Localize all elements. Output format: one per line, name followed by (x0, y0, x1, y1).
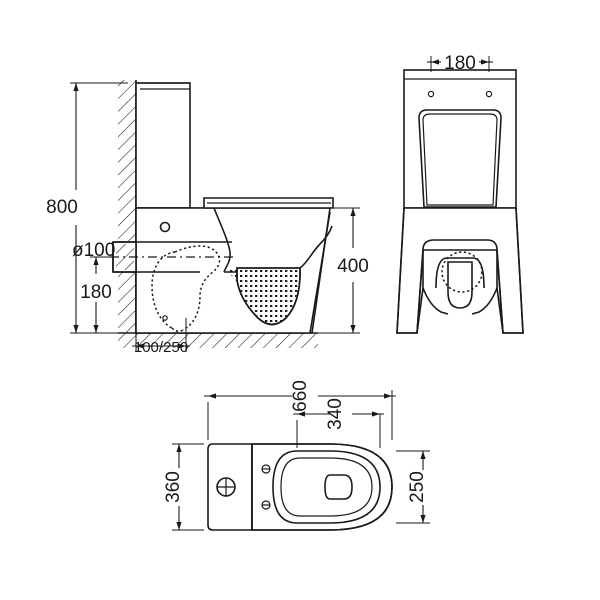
outlet-shape-front (447, 261, 473, 309)
plan-view: 660 340 360 (163, 380, 430, 531)
front-elevation-view: 180 (396, 53, 524, 334)
dimension-250: 250 (396, 450, 430, 524)
dim-label-340: 340 (325, 398, 346, 430)
pan-plan (251, 443, 393, 531)
fixing-hole-side-lower (162, 315, 168, 321)
seat-outline-plan (272, 450, 381, 524)
pedestal-channel (435, 257, 485, 289)
dimension-660: 660 (204, 380, 396, 440)
pedestal-inner-arch (422, 239, 498, 288)
fixing-hole-front-right (485, 90, 493, 98)
dimension-800: 800 (46, 82, 128, 334)
fixing-hole-side (159, 221, 171, 233)
dim-label-180-width: 180 (444, 53, 476, 74)
side-elevation-view: 800 180 ø100 400 (46, 80, 369, 356)
dimension-360: 360 (163, 443, 204, 531)
dim-label-800: 800 (46, 197, 78, 218)
cistern-front (403, 69, 517, 209)
bowl-front-contour (299, 225, 333, 269)
seat-lid-side (203, 197, 334, 209)
dim-label-400: 400 (337, 256, 369, 277)
dim-label-100-250: 100/250 (134, 339, 188, 356)
dim-label-diameter-100: ø100 (72, 240, 115, 261)
dimension-180-width: 180 (427, 53, 493, 74)
hinge-holes-plan (261, 464, 271, 510)
pedestal-front (396, 207, 524, 334)
cistern-plan (207, 443, 253, 531)
dimension-100-250: 100/250 (132, 318, 190, 356)
dimension-180-height: 180 (80, 256, 113, 333)
seat-lid-front (418, 109, 502, 208)
fixing-hole-front-left (427, 90, 435, 98)
wall-hatching (118, 80, 137, 333)
dimension-400: 400 (315, 207, 369, 334)
hidden-trap-outline (151, 245, 221, 333)
dim-label-360: 360 (163, 471, 184, 503)
dimension-diameter-100: ø100 (72, 240, 115, 261)
dimension-340: 340 (293, 398, 384, 448)
outlet-circle-hidden (441, 251, 483, 293)
dim-label-180-height: 180 (80, 282, 112, 303)
cistern-side (135, 82, 191, 209)
dim-label-660: 660 (290, 380, 311, 412)
dim-label-250: 250 (407, 471, 428, 503)
seat-pad-plan (324, 474, 353, 500)
